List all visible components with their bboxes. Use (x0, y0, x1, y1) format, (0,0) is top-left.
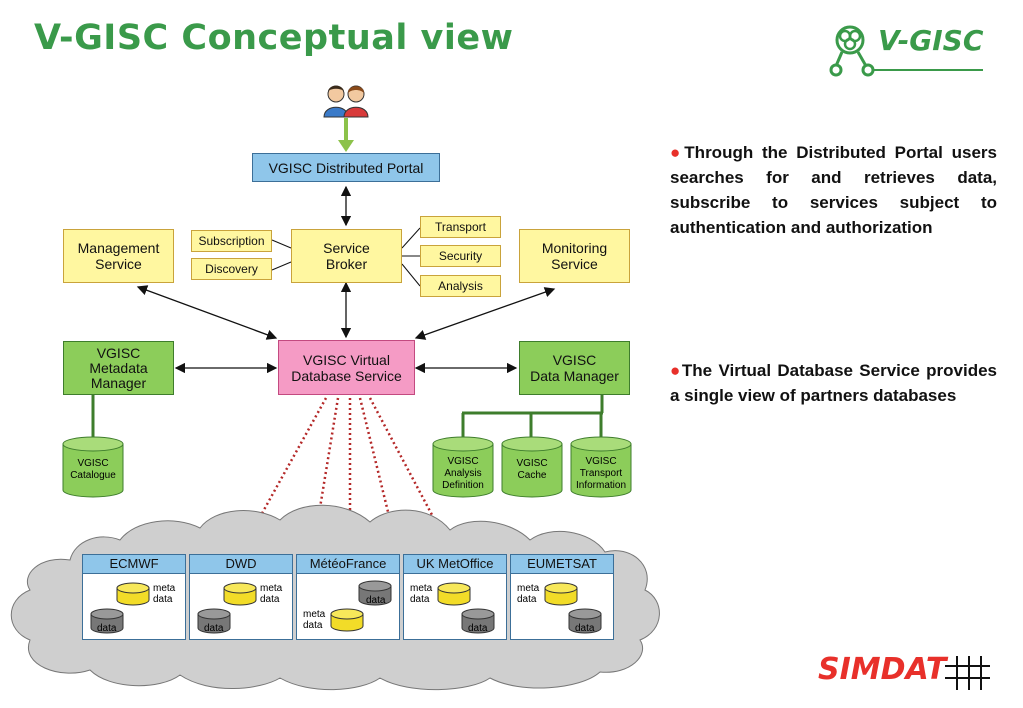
partner-name: EUMETSAT (511, 555, 613, 574)
transport-information-cylinder: VGISC Transport Information (570, 436, 632, 498)
management-line1: Management (77, 240, 160, 256)
partner-meteofrance: MétéoFrance data meta data (296, 554, 400, 640)
analysis-label: Analysis (438, 279, 483, 293)
bullet-virtual-db: ●The Virtual Database Service provides a… (670, 358, 997, 408)
partner-dwd: DWD meta data data (189, 554, 293, 640)
grid-icon (945, 656, 990, 690)
service-broker-line2: Broker (325, 256, 368, 272)
catalogue-cylinder: VGISC Catalogue (62, 436, 124, 498)
bullet-dot: ● (670, 143, 685, 162)
meta-label: meta (517, 583, 540, 594)
transport-info-line1: VGISC (585, 456, 617, 467)
bullet-dot: ● (670, 361, 682, 380)
data-manager: VGISC Data Manager (519, 341, 630, 395)
meta-label: meta (303, 609, 326, 620)
data-label: data (575, 623, 595, 634)
service-broker: Service Broker (291, 229, 402, 283)
analysis-def-line1: VGISC (447, 456, 479, 467)
meta-label: meta (410, 583, 433, 594)
metadata-manager-line3: Manager (90, 374, 147, 391)
partner-name: DWD (190, 555, 292, 574)
meta-label-2: data (260, 594, 280, 605)
meta-label: meta (260, 583, 283, 594)
transport-label: Transport (435, 220, 486, 234)
monitoring-line1: Monitoring (541, 240, 608, 256)
monitoring-line2: Service (551, 256, 598, 272)
cache-cylinder: VGISC Cache (501, 436, 563, 498)
data-manager-line1: VGISC (552, 352, 597, 368)
meta-label-2: data (517, 594, 537, 605)
discovery-box: Discovery (191, 258, 272, 280)
meta-label-2: data (153, 594, 173, 605)
vgisc-logo: V-GISC (828, 22, 988, 82)
data-label: data (97, 623, 117, 634)
partner-ecmwf: ECMWF meta data data (82, 554, 186, 640)
management-service: Management Service (63, 229, 174, 283)
security-box: Security (420, 245, 501, 267)
subscription-box: Subscription (191, 230, 272, 252)
metadata-manager-line2: Metadata (89, 359, 148, 376)
users-icon (322, 84, 370, 118)
partner-eumetsat: EUMETSAT meta data data (510, 554, 614, 640)
partner-uk-metoffice: UK MetOffice meta data data (403, 554, 507, 640)
analysis-def-line2: Analysis (444, 468, 482, 479)
bullet-portal: ●Through the Distributed Portal users se… (670, 140, 997, 240)
security-label: Security (438, 249, 483, 263)
data-label: data (204, 623, 224, 634)
discovery-label: Discovery (205, 262, 258, 276)
partner-name: UK MetOffice (404, 555, 506, 574)
virtual-database-service: VGISC Virtual Database Service (278, 340, 415, 395)
analysis-box: Analysis (420, 275, 501, 297)
cache-line1: VGISC (516, 458, 548, 469)
bullet-virtual-db-text: The Virtual Database Service provides a … (670, 361, 997, 405)
management-line2: Service (95, 256, 142, 272)
data-label: data (366, 595, 386, 606)
transport-info-line2: Transport (579, 468, 623, 479)
data-manager-line2: Data Manager (530, 368, 619, 384)
simdat-logo-text: SIMDAT (818, 652, 947, 687)
service-broker-line1: Service (323, 240, 370, 256)
distributed-portal-label: VGISC Distributed Portal (268, 159, 424, 176)
virtual-db-line1: VGISC Virtual (303, 351, 390, 368)
metadata-manager-line1: VGISC (96, 344, 141, 361)
catalogue-line1: VGISC (77, 458, 109, 469)
transport-box: Transport (420, 216, 501, 238)
meta-label-2: data (303, 620, 323, 631)
analysis-def-line3: Definition (442, 480, 484, 491)
vgisc-logo-text: V-GISC (878, 24, 984, 57)
cache-line2: Cache (517, 470, 547, 481)
vgisc-logo-icon (829, 25, 983, 77)
data-label: data (468, 623, 488, 634)
distributed-portal: VGISC Distributed Portal (252, 153, 440, 182)
simdat-logo: SIMDAT (818, 652, 998, 692)
catalogue-line2: Catalogue (70, 470, 116, 481)
virtual-db-line2: Database Service (291, 367, 402, 384)
metadata-manager: VGISC Metadata Manager (63, 341, 174, 395)
monitoring-service: Monitoring Service (519, 229, 630, 283)
partner-name: ECMWF (83, 555, 185, 574)
meta-label: meta (153, 583, 176, 594)
subscription-label: Subscription (198, 234, 265, 248)
analysis-definition-cylinder: VGISC Analysis Definition (432, 436, 494, 498)
partner-name: MétéoFrance (297, 555, 399, 574)
meta-label-2: data (410, 594, 430, 605)
bullet-portal-text: Through the Distributed Portal users sea… (670, 143, 997, 237)
page-title: V-GISC Conceptual view (34, 18, 514, 58)
transport-info-line3: Information (575, 480, 627, 491)
